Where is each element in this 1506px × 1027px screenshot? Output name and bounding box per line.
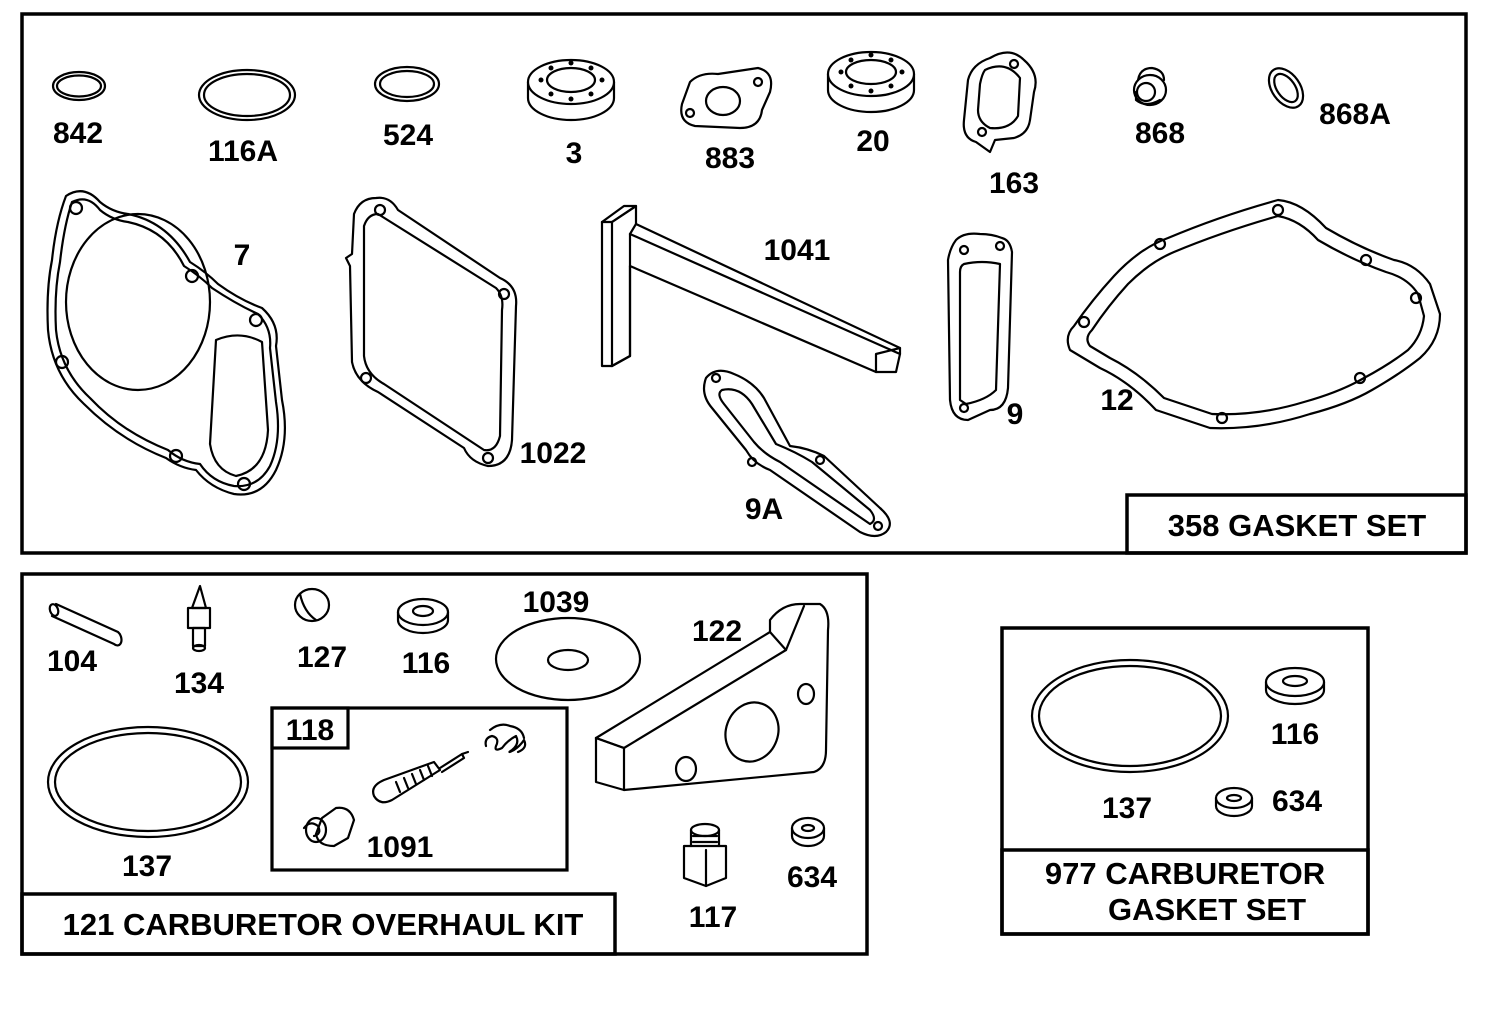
part-20-label: 20 [856, 125, 889, 158]
part-116a-ring [197, 68, 297, 122]
part-1041-strip [600, 204, 902, 374]
part-116-washer [396, 597, 450, 635]
part-868-cap [1132, 66, 1168, 107]
part-9a-label: 9A [745, 493, 783, 526]
part-12-label: 12 [1100, 384, 1133, 417]
part-137-label: 137 [1102, 792, 1152, 825]
part-20-seal [826, 50, 916, 114]
part-127-label: 127 [297, 641, 347, 674]
part-524-ring [373, 65, 441, 103]
part-842-label: 842 [53, 117, 103, 150]
part-117-label: 117 [689, 901, 737, 934]
subkit-118: 118 1091 [270, 706, 569, 872]
part-137-ring [1030, 658, 1230, 774]
carburetor-gasket-set-title-line1: 977 CARBURETOR [1045, 856, 1325, 891]
subkit-118-title: 118 [286, 714, 334, 747]
part-12-gasket [1066, 198, 1442, 430]
part-868a-washer [1267, 67, 1305, 109]
subkit-118-frame [270, 706, 569, 872]
part-634-washer [1214, 786, 1254, 818]
part-524-label: 524 [383, 119, 433, 152]
part-9-label: 9 [1007, 398, 1024, 431]
overhaul-kit-title-box [20, 892, 617, 956]
subkit-spring [484, 723, 527, 754]
part-1022-label: 1022 [520, 437, 587, 470]
part-116-washer [1264, 666, 1326, 706]
part-9-gasket [946, 232, 1014, 422]
part-116-label: 116 [1271, 718, 1319, 751]
part-116-label: 116 [402, 647, 450, 680]
part-9a-gasket [702, 369, 891, 538]
gasket-set-title: 358 GASKET SET [1168, 508, 1426, 543]
part-868a-label: 868A [1319, 98, 1391, 131]
part-883-gasket [680, 66, 773, 130]
subkit-needle-screw [372, 750, 470, 804]
part-1039-disc [494, 616, 642, 702]
part-842-ring [51, 70, 107, 102]
part-116a-label: 116A [208, 135, 278, 168]
overhaul-kit-title: 121 CARBURETOR OVERHAUL KIT [63, 907, 584, 942]
part-163-gasket [962, 51, 1037, 154]
carburetor-gasket-set-title-box [1000, 848, 1370, 936]
carburetor-gasket-set-title-line2: GASKET SET [1108, 892, 1306, 927]
part-104-label: 104 [47, 645, 97, 678]
part-137-ring [46, 725, 250, 839]
part-104-pin [48, 602, 123, 647]
part-134-label: 134 [174, 667, 224, 700]
part-7-head-gasket [46, 190, 286, 496]
part-634-label: 634 [1272, 785, 1322, 818]
part-634-label: 634 [787, 861, 837, 894]
part-122-spacer [594, 602, 830, 792]
gasket-set-frame [20, 12, 1468, 555]
subkit-118-title-box [270, 706, 350, 750]
part-1022-gasket [344, 196, 518, 468]
part-1041-label: 1041 [764, 234, 831, 267]
gasket-set-title-box [1125, 493, 1468, 555]
part-163-label: 163 [989, 167, 1039, 200]
gasket-set-panel: 358 GASKET SET 842 116A 524 3 [20, 12, 1468, 555]
carburetor-gasket-set-panel: 977 CARBURETOR GASKET SET 137 116 634 [1000, 626, 1370, 936]
part-883-label: 883 [705, 142, 755, 175]
part-868-label: 868 [1135, 117, 1185, 150]
part-634-washer [790, 816, 826, 848]
part-117-fitting [682, 822, 728, 888]
part-1039-label: 1039 [523, 586, 590, 619]
part-7-label: 7 [234, 239, 251, 272]
part-1091-label: 1091 [367, 831, 434, 864]
part-122-label: 122 [692, 615, 742, 648]
part-3-seal [526, 58, 616, 122]
part-127-plug [293, 587, 331, 623]
part-134-needle [186, 584, 212, 653]
part-3-label: 3 [566, 137, 583, 170]
overhaul-kit-panel: 121 CARBURETOR OVERHAUL KIT 104 134 127 … [20, 572, 869, 956]
part-137-label: 137 [122, 850, 172, 883]
subkit-fitting [302, 806, 356, 848]
